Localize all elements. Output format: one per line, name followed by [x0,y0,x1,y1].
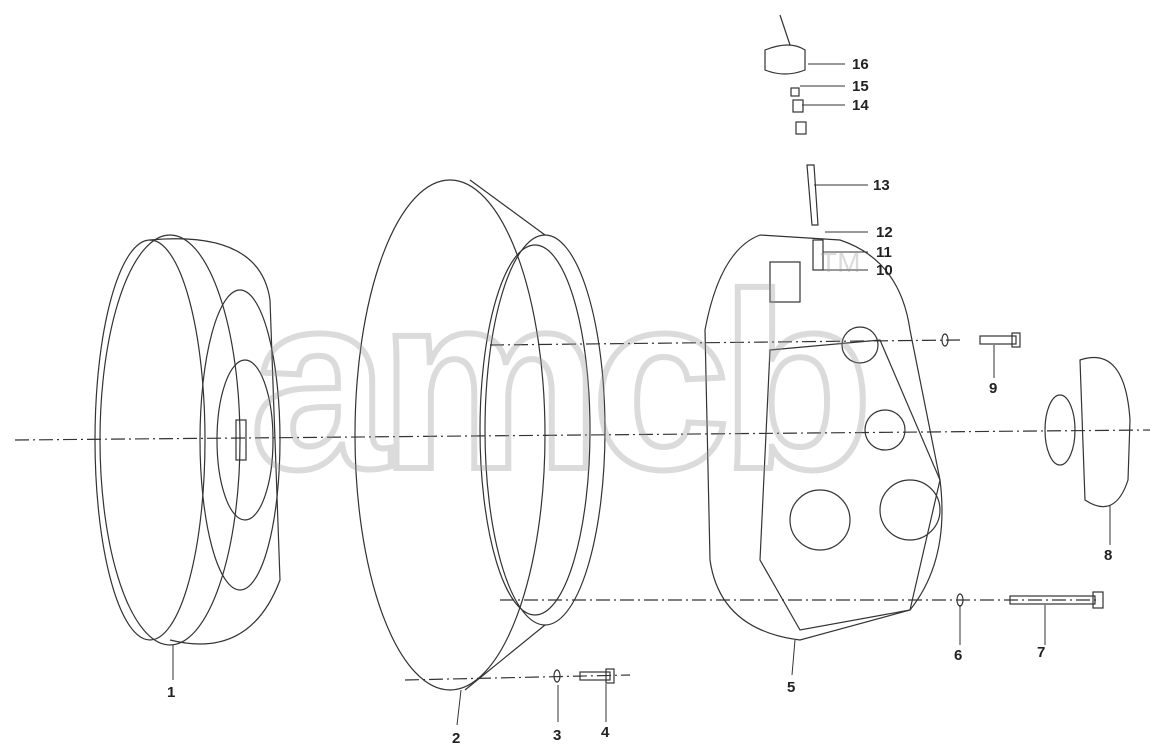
part-9-bolt [941,332,1021,348]
part-5-gearbox [704,234,943,641]
center-axis [14,429,1151,441]
callout-13: 13 [873,177,890,194]
callout-3: 3 [553,727,561,744]
breather-assembly [764,14,824,271]
callout-9: 9 [989,380,997,397]
part-2-housing [354,179,606,691]
callout-10: 10 [876,262,893,279]
callout-2: 2 [452,730,460,747]
part-8-coupling-half [1044,356,1131,508]
callout-4: 4 [601,724,610,741]
callout-8: 8 [1104,547,1112,564]
callout-12: 12 [876,224,893,241]
callout-7: 7 [1037,644,1045,661]
svg-text:amcb: amcb [250,242,863,521]
callout-14: 14 [852,97,869,114]
part-4-bolt [553,668,615,684]
callout-1: 1 [167,684,175,701]
callout-5: 5 [787,679,795,696]
callout-11: 11 [876,244,892,261]
watermark: amcb TM [247,239,876,524]
callout-15: 15 [852,78,869,95]
callout-16: 16 [852,56,869,73]
part-1-coupling [94,234,281,646]
callout-6: 6 [954,647,962,664]
svg-text:TM: TM [820,247,860,278]
